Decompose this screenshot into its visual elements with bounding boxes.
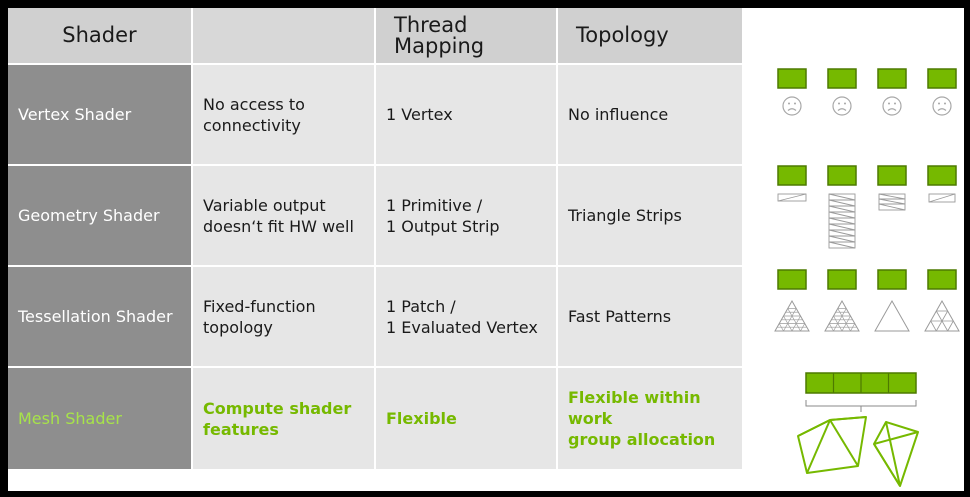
cell-tessellation-description: Fixed-function topology bbox=[193, 267, 374, 366]
triangle-strip-icon bbox=[828, 193, 856, 249]
thread-box-icon bbox=[827, 68, 857, 89]
thread-box-icon bbox=[927, 165, 957, 186]
header-shader: Shader bbox=[8, 8, 191, 63]
sad-face-icon bbox=[782, 96, 802, 116]
wireframe-meshlet-icon bbox=[797, 416, 867, 474]
header-thread-mapping: Thread Mapping bbox=[376, 8, 556, 63]
header-blank bbox=[193, 8, 374, 63]
thread-box-icon bbox=[877, 165, 907, 186]
thread-box-icon bbox=[877, 68, 907, 89]
sad-face-icon bbox=[832, 96, 852, 116]
row-label-mesh-shader: Mesh Shader bbox=[8, 368, 191, 469]
cell-vertex-thread-mapping: 1 Vertex bbox=[376, 65, 556, 164]
bracket-icon bbox=[805, 400, 917, 412]
workgroup-bar-icon bbox=[805, 372, 917, 394]
sad-face-icon bbox=[882, 96, 902, 116]
illustration-svg bbox=[774, 68, 960, 487]
illustration-column bbox=[760, 8, 964, 491]
shader-comparison-table: Shader Thread Mapping Topology Vertex Sh… bbox=[8, 8, 742, 469]
cell-mesh-thread-mapping: Flexible bbox=[376, 368, 556, 469]
cell-vertex-description: No access to connectivity bbox=[193, 65, 374, 164]
cell-geometry-thread-mapping: 1 Primitive / 1 Output Strip bbox=[376, 166, 556, 265]
thread-box-icon bbox=[927, 269, 957, 290]
cell-geometry-topology: Triangle Strips bbox=[558, 166, 742, 265]
row-label-tessellation-shader: Tessellation Shader bbox=[8, 267, 191, 366]
slide-frame: Shader Thread Mapping Topology Vertex Sh… bbox=[8, 8, 964, 491]
row-label-geometry-shader: Geometry Shader bbox=[8, 166, 191, 265]
cell-tessellation-topology: Fast Patterns bbox=[558, 267, 742, 366]
cell-geometry-description: Variable output doesn‘t fit HW well bbox=[193, 166, 374, 265]
cell-vertex-topology: No influence bbox=[558, 65, 742, 164]
thread-box-icon bbox=[877, 269, 907, 290]
thread-box-icon bbox=[827, 165, 857, 186]
header-topology: Topology bbox=[558, 8, 742, 63]
geometry-illustration bbox=[777, 165, 957, 249]
vertex-illustration bbox=[777, 68, 957, 116]
cell-tessellation-thread-mapping: 1 Patch / 1 Evaluated Vertex bbox=[376, 267, 556, 366]
tessellated-triangle-icon bbox=[774, 299, 810, 332]
row-label-vertex-shader: Vertex Shader bbox=[8, 65, 191, 164]
thread-box-icon bbox=[927, 68, 957, 89]
cell-mesh-topology: Flexible within work group allocation bbox=[558, 368, 742, 469]
mesh-illustration bbox=[797, 372, 919, 487]
thread-box-icon bbox=[777, 269, 807, 290]
thread-box-icon bbox=[777, 68, 807, 89]
triangle-strip-icon bbox=[928, 193, 956, 203]
sad-face-icon bbox=[932, 96, 952, 116]
cell-mesh-description: Compute shader features bbox=[193, 368, 374, 469]
tessellated-triangle-icon bbox=[924, 299, 960, 332]
triangle-strip-icon bbox=[878, 193, 906, 211]
thread-box-icon bbox=[827, 269, 857, 290]
tessellated-triangle-icon bbox=[824, 299, 860, 332]
tessellation-illustration bbox=[774, 269, 960, 332]
triangle-strip-icon bbox=[777, 193, 807, 202]
wireframe-meshlet-icon bbox=[873, 421, 919, 487]
tessellated-triangle-icon bbox=[874, 299, 910, 332]
thread-box-icon bbox=[777, 165, 807, 186]
